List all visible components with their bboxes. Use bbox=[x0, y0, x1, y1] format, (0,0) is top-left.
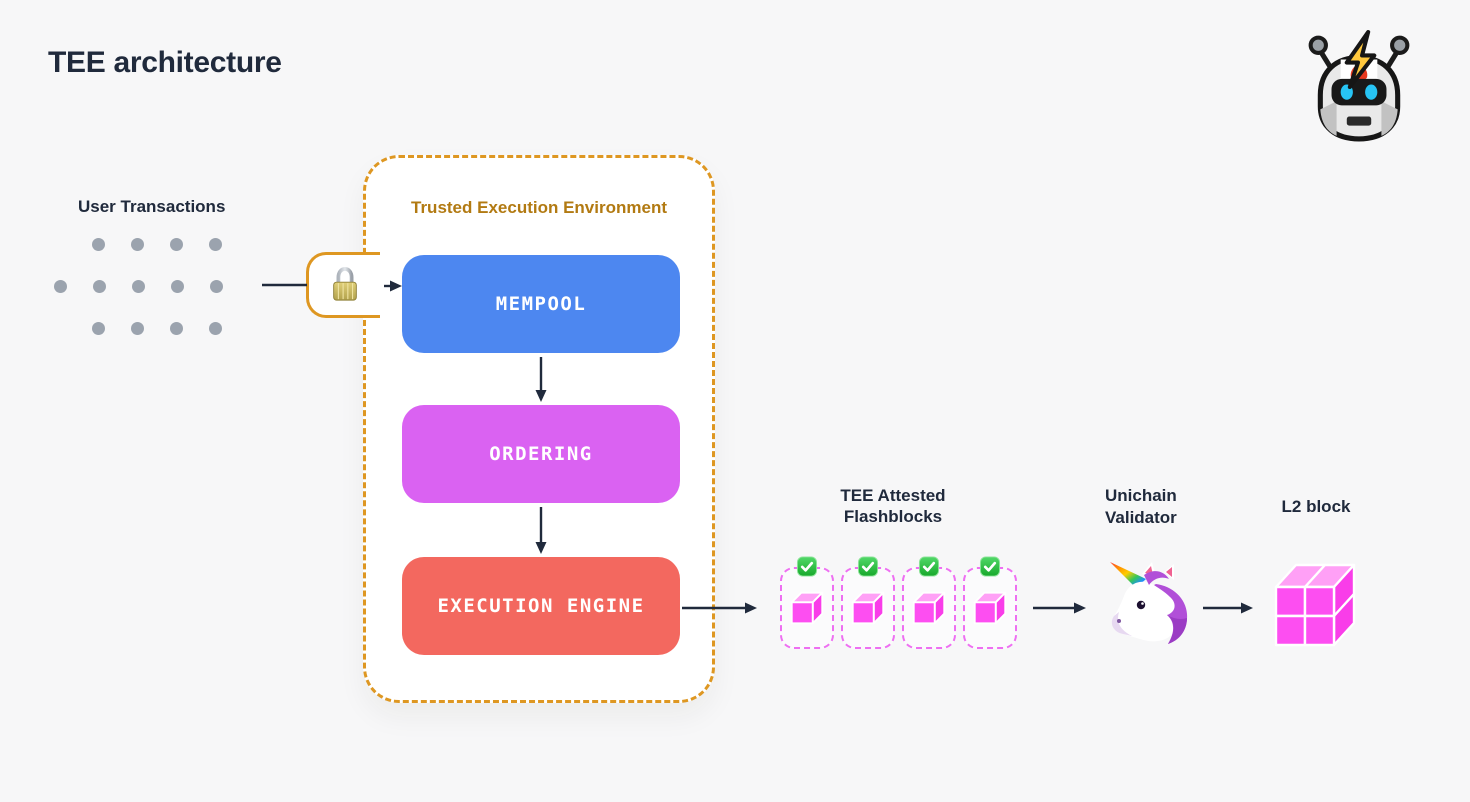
flashblock bbox=[963, 556, 1017, 649]
transaction-dot bbox=[92, 238, 105, 251]
transaction-dot bbox=[93, 280, 106, 293]
flashblock bbox=[841, 556, 895, 649]
dot-row bbox=[54, 322, 223, 335]
attested-check-icon bbox=[918, 556, 940, 577]
flashbots-robot-icon bbox=[1308, 30, 1410, 142]
flashblock-cube-icon bbox=[790, 591, 824, 625]
dot-row bbox=[54, 280, 223, 293]
transaction-dot bbox=[209, 238, 222, 251]
flashblock-cube-icon bbox=[851, 591, 885, 625]
mempool-box: MEMPOOL bbox=[402, 255, 680, 353]
transaction-dots bbox=[54, 238, 223, 335]
mempool-label: MEMPOOL bbox=[495, 293, 587, 315]
l2-block-cube-icon bbox=[1274, 563, 1356, 647]
flashblock-cube-icon bbox=[973, 591, 1007, 625]
transaction-dot bbox=[132, 280, 145, 293]
transaction-dot bbox=[170, 238, 183, 251]
flashblock bbox=[902, 556, 956, 649]
tee-label: Trusted Execution Environment bbox=[411, 198, 667, 217]
flashblock-cube-icon bbox=[912, 591, 946, 625]
transaction-dot bbox=[92, 322, 105, 335]
unicorn-icon bbox=[1110, 562, 1188, 644]
flashblocks-label-line1: TEE Attested bbox=[840, 486, 946, 505]
transaction-dot bbox=[131, 322, 144, 335]
transaction-dot bbox=[210, 280, 223, 293]
lock-badge bbox=[306, 252, 380, 318]
execution-engine-label: EXECUTION ENGINE bbox=[437, 595, 645, 617]
l2-block-label: L2 block bbox=[1281, 497, 1351, 516]
attested-check-icon bbox=[979, 556, 1001, 577]
ordering-label: ORDERING bbox=[489, 443, 593, 465]
flashblocks-row bbox=[780, 556, 1017, 649]
dot-row bbox=[54, 238, 223, 251]
transaction-dot bbox=[131, 238, 144, 251]
attested-check-icon bbox=[857, 556, 879, 577]
ordering-box: ORDERING bbox=[402, 405, 680, 503]
validator-label: Unichain Validator bbox=[1105, 485, 1177, 529]
transaction-dot bbox=[209, 322, 222, 335]
user-transactions-label: User Transactions bbox=[78, 197, 226, 216]
flashblocks-label-line2: Flashblocks bbox=[843, 507, 943, 526]
transaction-dot bbox=[171, 280, 184, 293]
transaction-dot bbox=[54, 280, 67, 293]
execution-engine-box: EXECUTION ENGINE bbox=[402, 557, 680, 655]
lock-icon bbox=[332, 267, 357, 301]
page-title: TEE architecture bbox=[48, 46, 282, 79]
validator-label-line2: Validator bbox=[1105, 508, 1177, 527]
transaction-dot bbox=[170, 322, 183, 335]
flashblocks-label: TEE Attested Flashblocks bbox=[793, 485, 993, 527]
attested-check-icon bbox=[796, 556, 818, 577]
validator-label-line1: Unichain bbox=[1105, 486, 1177, 505]
flashblock bbox=[780, 556, 834, 649]
